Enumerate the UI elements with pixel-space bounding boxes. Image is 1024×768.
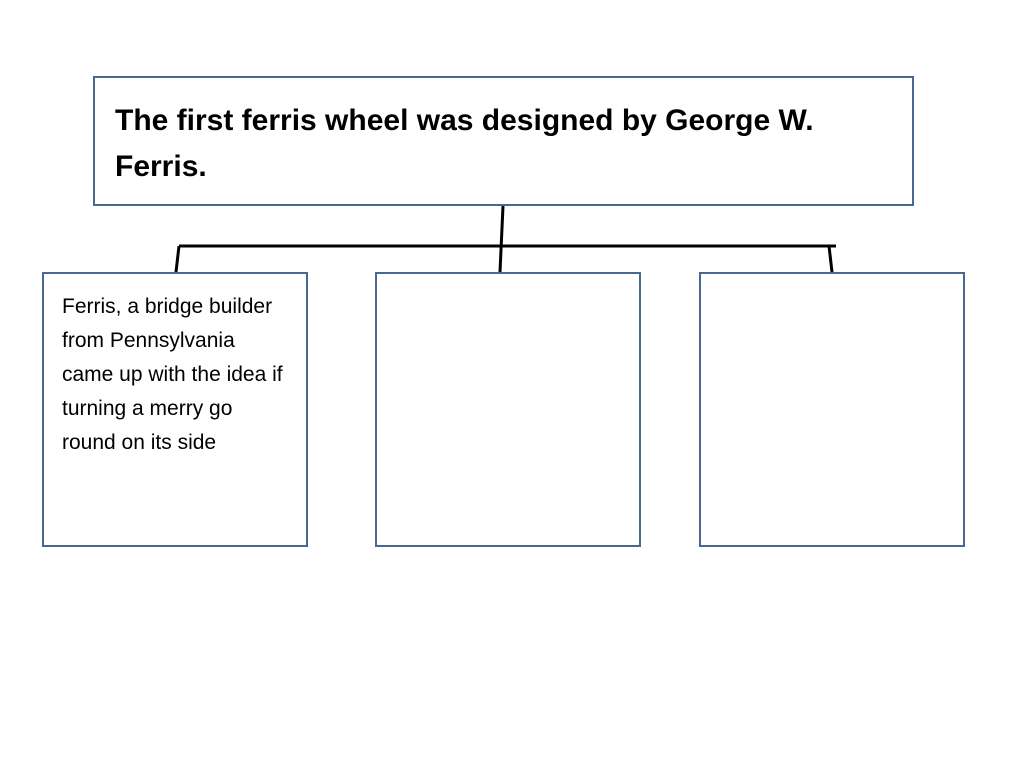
child-node-box-2 <box>375 272 641 547</box>
root-node-text: The first ferris wheel was designed by G… <box>115 104 814 183</box>
child-node-box-1: Ferris, a bridge builder from Pennsylvan… <box>42 272 308 547</box>
child-node-box-3 <box>699 272 965 547</box>
root-stem-line <box>498 205 505 273</box>
child-3-drop-line <box>827 245 834 273</box>
child-node-text-1: Ferris, a bridge builder from Pennsylvan… <box>62 295 283 454</box>
root-node-box: The first ferris wheel was designed by G… <box>93 76 914 206</box>
child-1-drop-line <box>174 245 181 273</box>
